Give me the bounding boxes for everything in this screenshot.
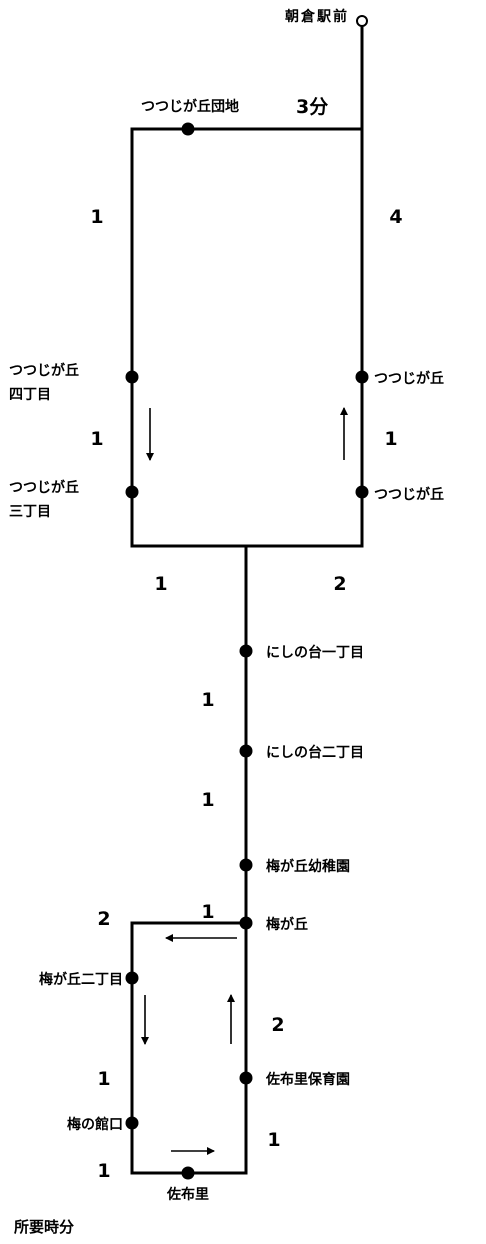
- stop-label-tsutsujigaoka-a: つつじが丘: [374, 370, 444, 387]
- stop-marker: [125, 485, 139, 499]
- travel-time-danchi: 3分: [296, 96, 328, 118]
- stop-marker: [355, 370, 369, 384]
- travel-time: 1: [201, 901, 214, 923]
- stop-label-tsutsujigaoka-3-line2: 三丁目: [9, 504, 51, 520]
- route-line-upper-loop: [130, 127, 364, 548]
- stop-label-umegaoka-2: 梅が丘二丁目: [39, 971, 123, 988]
- stop-marker: [239, 858, 253, 872]
- travel-time: 2: [271, 1014, 284, 1036]
- travel-time: 1: [97, 1160, 110, 1182]
- travel-time: 1: [201, 689, 214, 711]
- legend-title: 所要時分: [14, 1218, 74, 1236]
- stop-label-nishinodai-1: にしの台一丁目: [266, 644, 364, 661]
- stop-marker: [181, 1166, 195, 1180]
- stop-marker: [239, 1071, 253, 1085]
- route-lines: [130, 26, 364, 1175]
- stop-label-sabu: 佐布里: [166, 1186, 209, 1203]
- stop-label-nishinodai-2: にしの台二丁目: [266, 744, 364, 761]
- stop-marker: [239, 644, 253, 658]
- travel-time: 2: [97, 908, 110, 930]
- travel-time: 1: [97, 1068, 110, 1090]
- terminal-stop-marker: [356, 15, 368, 27]
- stop-marker: [125, 971, 139, 985]
- direction-arrows: [141, 407, 348, 1155]
- travel-time: 1: [267, 1129, 280, 1151]
- stop-marker: [239, 744, 253, 758]
- stop-label-tsutsujigaoka-4: つつじが丘: [9, 362, 79, 379]
- travel-time: 1: [201, 789, 214, 811]
- stop-label-tsutsujigaoka-b: つつじが丘: [374, 486, 444, 503]
- stop-marker: [239, 916, 253, 930]
- stop-label-ume-no-yakataguchi: 梅の館口: [67, 1116, 123, 1133]
- travel-time: 1: [90, 428, 103, 450]
- travel-time: 4: [389, 206, 402, 228]
- travel-time: 1: [90, 206, 103, 228]
- stop-label-tsutsujigaoka-4-line2: 四丁目: [9, 387, 51, 403]
- travel-time: 1: [384, 428, 397, 450]
- stop-marker: [355, 485, 369, 499]
- stop-label-sabuhoiku: 佐布里保育園: [265, 1071, 350, 1088]
- stop-markers: [125, 122, 369, 1180]
- stop-marker: [125, 1116, 139, 1130]
- route-line-lower-loop: [130, 921, 248, 1175]
- terminal-label: 朝倉駅前: [285, 8, 349, 25]
- travel-time: 2: [333, 573, 346, 595]
- stop-label-tsutsujigaoka-3: つつじが丘: [9, 479, 79, 496]
- stop-label-umegaoka: 梅が丘: [266, 916, 308, 933]
- travel-time: 1: [154, 573, 167, 595]
- stop-label-umegaoka-kindergarten: 梅が丘幼稚園: [266, 858, 350, 875]
- stop-label-tsutsujigaoka-danchi: つつじが丘団地: [141, 98, 239, 115]
- stop-marker: [125, 370, 139, 384]
- stop-marker: [181, 122, 195, 136]
